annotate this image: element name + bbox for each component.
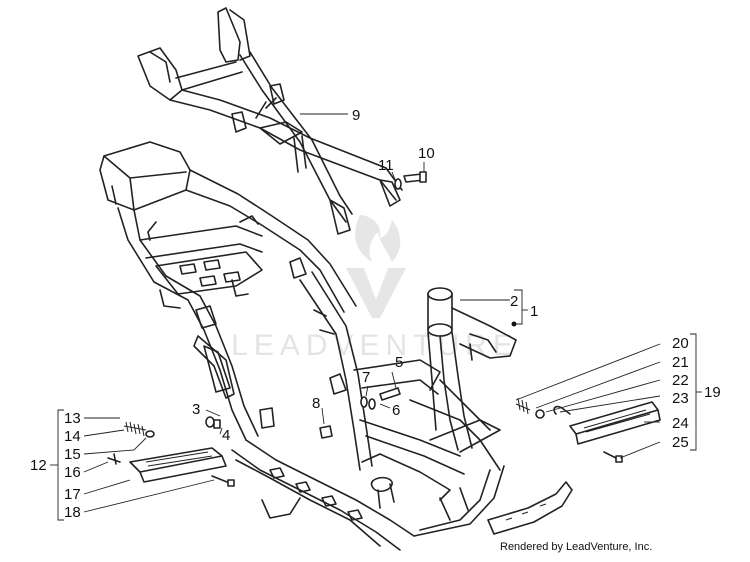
callout-14: 14: [64, 428, 81, 445]
callout-18: 18: [64, 504, 81, 521]
left-screw-part: [211, 475, 235, 487]
main-frame-part: [99, 141, 505, 551]
right-spring-part: [515, 397, 545, 419]
steering-head-part: [427, 287, 517, 453]
callout-22: 22: [672, 372, 689, 389]
watermark-text: LEADVENTURE: [231, 329, 519, 362]
callout-4: 4: [222, 427, 230, 444]
callout-2: 2: [510, 293, 518, 310]
callout-6: 6: [392, 402, 400, 419]
side-bracket-part: [193, 335, 235, 399]
callout-15: 15: [64, 446, 81, 463]
callout-9: 9: [352, 107, 360, 124]
footer-credit: Rendered by LeadVenture, Inc.: [500, 541, 653, 553]
left-footrest-part: [129, 447, 227, 483]
callout-8: 8: [312, 395, 320, 412]
right-screw-part: [603, 451, 623, 463]
bolt-part-10: [403, 171, 427, 183]
washer-part-6: [368, 398, 376, 410]
callout-20: 20: [672, 335, 689, 352]
callout-1: 1: [530, 303, 538, 320]
callout-labels: 1 2 3 4 5 6 7 8 9 10 11 12 13 14 15 16 1…: [30, 107, 721, 521]
left-pin-part: [107, 453, 121, 465]
callout-23: 23: [672, 390, 689, 407]
callout-21: 21: [672, 354, 689, 371]
callout-13: 13: [64, 410, 81, 427]
callout-24: 24: [672, 415, 689, 432]
washer-part-11: [394, 178, 402, 190]
callout-10: 10: [418, 145, 435, 162]
washer-part-7: [360, 396, 368, 408]
nut-part-8: [319, 425, 333, 439]
callout-7: 7: [362, 369, 370, 386]
callout-17: 17: [64, 486, 81, 503]
callout-11: 11: [378, 157, 394, 174]
lower-rail-part: [487, 481, 573, 535]
callout-3: 3: [192, 401, 200, 418]
watermark-logo: [346, 215, 406, 318]
washer-part-3: [205, 416, 215, 428]
callout-25: 25: [672, 434, 689, 451]
nut-part-4: [213, 419, 221, 429]
callout-19: 19: [704, 384, 721, 401]
right-footrest-part: [569, 401, 661, 445]
bolt-part-5: [379, 387, 401, 401]
left-spring-part: [123, 421, 155, 438]
callout-12: 12: [30, 457, 47, 474]
callout-16: 16: [64, 464, 81, 481]
rear-subframe-part: [137, 7, 403, 235]
callout-5: 5: [395, 354, 403, 371]
right-pin-part: [553, 405, 571, 415]
leader-lines: [50, 113, 702, 521]
